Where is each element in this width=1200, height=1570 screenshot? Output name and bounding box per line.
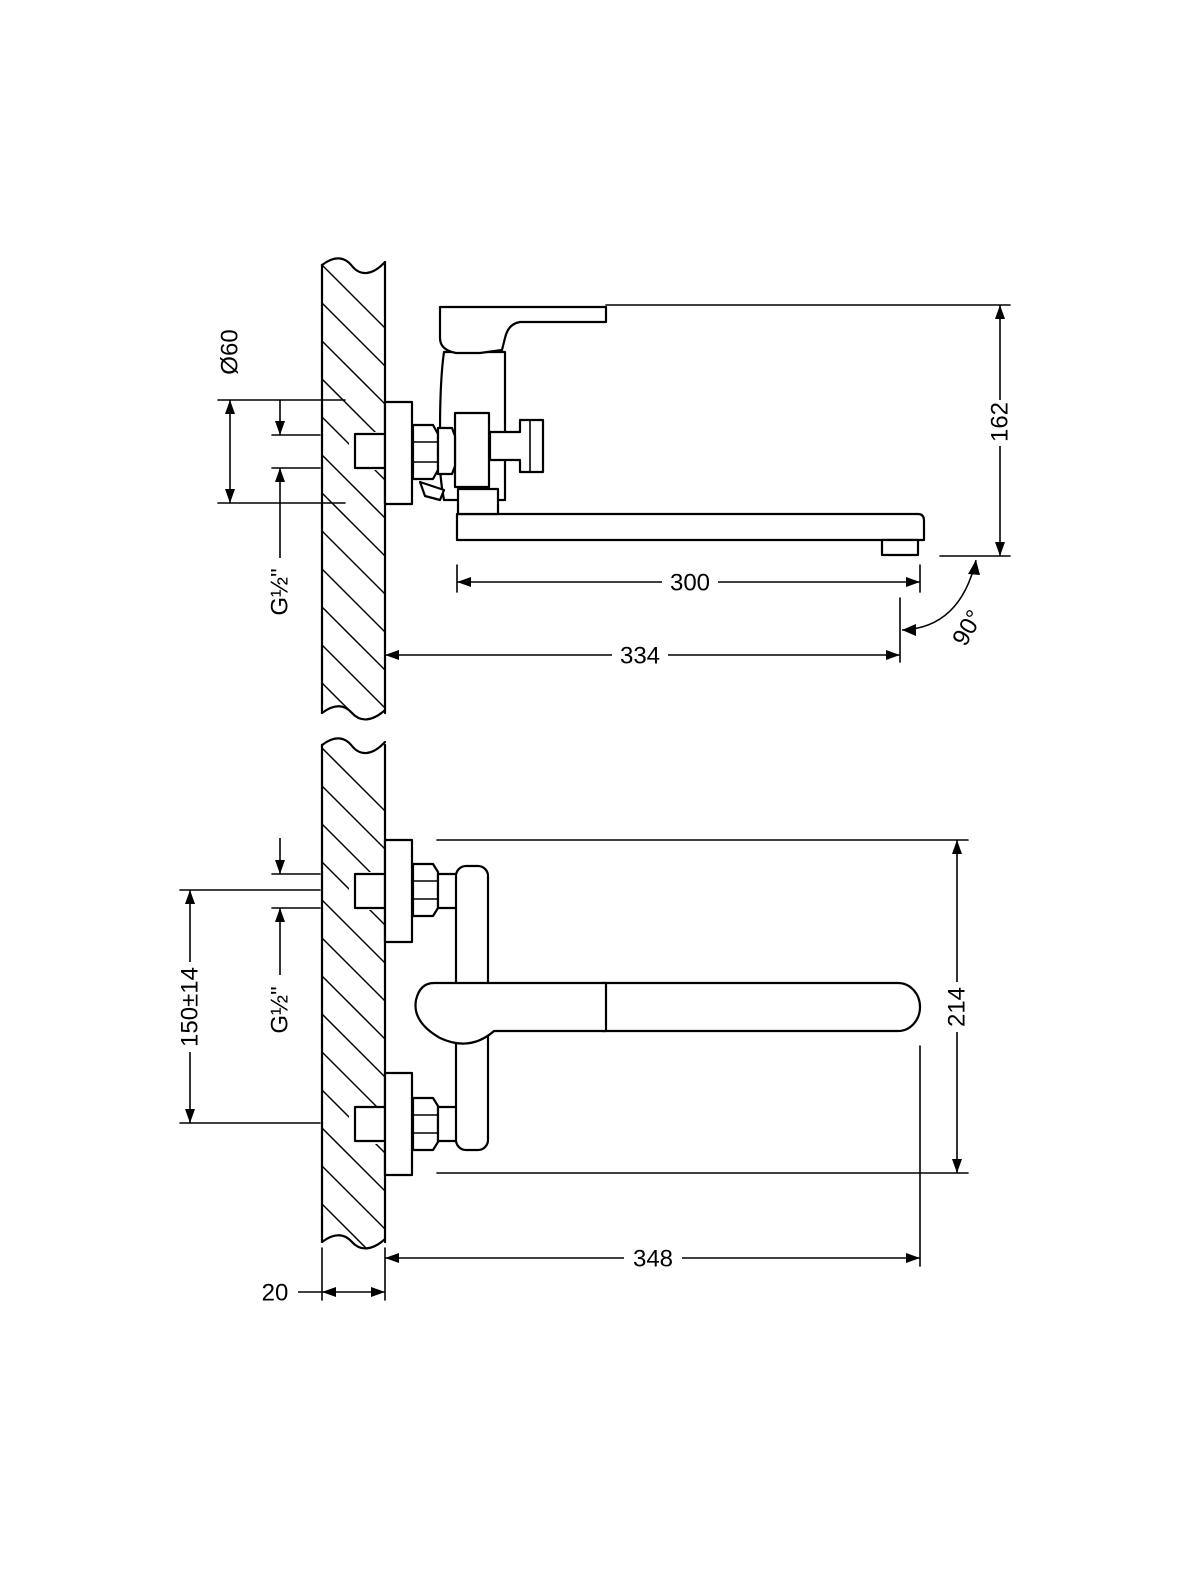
spout-length-label: 300 [670,570,710,597]
flange-lower [383,1071,414,1177]
wall-offset-label: 20 [262,1280,289,1307]
aerator-top [880,538,920,557]
faucet-front [353,838,922,1177]
nut-inner-top [436,426,457,476]
height-label-top: 162 [987,402,1014,442]
valve-tab-top [418,480,446,502]
height-label-front: 214 [944,987,971,1027]
swivel-angle-label: 90° [947,606,989,651]
top-view: Ø60 G½" 162 300 [217,257,1014,721]
wall-hatch-top [322,264,385,715]
front-view: 150±14 G½" 214 348 [177,737,971,1307]
cartridge-top [453,411,491,489]
handle-top [438,305,608,355]
overall-length-label-front: 348 [633,1246,673,1273]
wall-section-top [320,257,389,721]
thread-label-front: G½" [267,986,294,1033]
inlet-pipe-top [353,432,387,470]
inlet-pipe-lower [353,1105,387,1143]
flange-diameter-label: Ø60 [217,329,244,374]
flange-upper [383,838,414,944]
faucet-top [353,305,926,557]
front-dimensions: 150±14 G½" 214 348 [177,838,971,1307]
wall-section-front [320,737,389,1250]
wall-flange-top [383,400,414,506]
nut-lower [411,1096,440,1152]
thread-label-top: G½" [267,568,294,615]
nut-top [411,423,440,481]
inlet-pipe-upper [353,872,387,910]
wall-hatch-front [322,747,385,1248]
spout-collar-top [456,487,500,516]
center-distance-label: 150±14 [177,967,204,1047]
overall-length-label-top: 334 [620,643,660,670]
spout-top [455,512,926,542]
spout-front [600,981,922,1033]
nut-upper [411,862,440,918]
top-dimensions: Ø60 G½" 162 300 [217,304,1014,670]
handle-front [414,981,608,1045]
